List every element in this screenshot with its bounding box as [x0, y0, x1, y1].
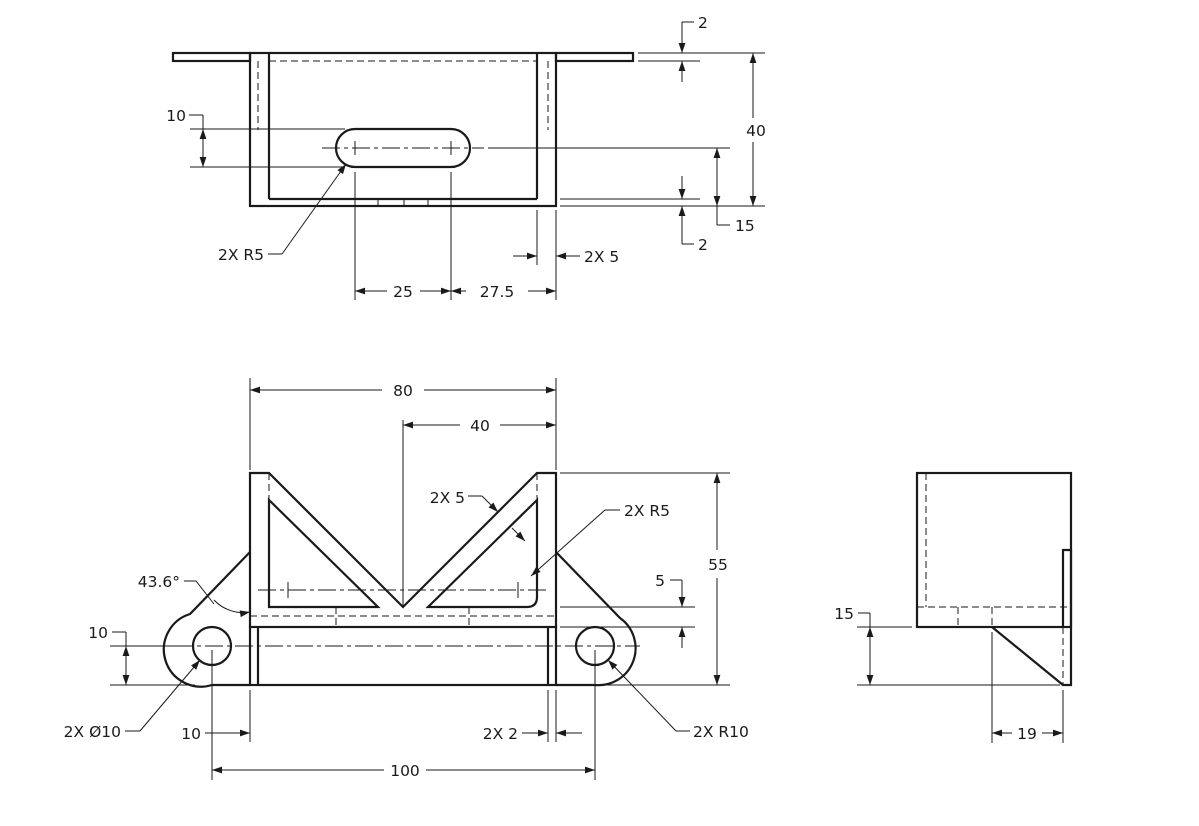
dim-slot-width: 10	[166, 107, 186, 125]
dim-slot-offset: 27.5	[480, 283, 515, 301]
dim-rib-5: 2X 5	[430, 489, 465, 507]
dim-bottom-thk: 2	[698, 236, 708, 254]
dim-wall-2: 2X 2	[483, 725, 518, 743]
side-view: 15 19	[834, 471, 1073, 743]
dim-wall-thk: 2X 5	[584, 248, 619, 266]
dim-slot-radius: 2X R5	[218, 246, 264, 264]
front-base-outline	[248, 625, 558, 687]
dim-base-height: 15	[834, 605, 854, 623]
dim-half-40: 40	[470, 417, 490, 435]
side-body-outline	[915, 471, 1073, 629]
left-triangle-cutout	[267, 497, 381, 609]
dim-hole-dia: 2X Ø10	[64, 723, 121, 741]
dim-height-55: 55	[708, 556, 728, 574]
side-gusset	[991, 548, 1073, 687]
dim-hole-spacing: 100	[390, 762, 420, 780]
dim-rib-radius: 2X R5	[624, 502, 670, 520]
dim-slot-height: 15	[735, 217, 755, 235]
dim-height-total: 40	[746, 122, 766, 140]
dim-hole-offset: 10	[181, 725, 201, 743]
dim-gusset-depth: 19	[1017, 725, 1037, 743]
right-triangle-cutout	[425, 497, 539, 609]
dim-width-80: 80	[393, 382, 413, 400]
dim-slot-length: 25	[393, 283, 413, 301]
top-view: 25 27.5 2X 5 10 2X R5 2 40	[166, 14, 766, 301]
front-view: 80 40 2X 5 2X R5 43.6° 55 5	[64, 378, 749, 780]
top-right-flange	[554, 51, 635, 63]
dim-rib-gap: 5	[655, 572, 665, 590]
dim-flange-thk: 2	[698, 14, 708, 32]
dim-angle: 43.6°	[138, 573, 180, 591]
slot-outline	[334, 127, 472, 169]
dim-hole-height: 10	[88, 624, 108, 642]
top-left-flange	[171, 51, 252, 63]
dim-lug-radius: 2X R10	[693, 723, 749, 741]
left-lug-outline	[162, 551, 251, 688]
